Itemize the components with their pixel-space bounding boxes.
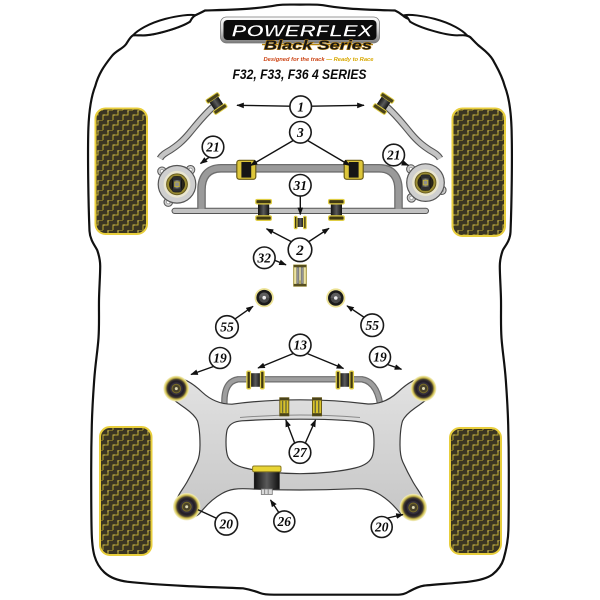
- svg-text:20: 20: [374, 520, 389, 535]
- svg-text:3: 3: [296, 125, 304, 140]
- svg-text:32: 32: [257, 251, 272, 266]
- svg-text:26: 26: [277, 514, 292, 529]
- svg-text:Black Series: Black Series: [264, 39, 372, 53]
- svg-text:Designed for the track — Ready: Designed for the track — Ready to Race: [264, 57, 374, 63]
- svg-text:F32, F33, F36 4 SERIES: F32, F33, F36 4 SERIES: [233, 67, 367, 82]
- svg-text:55: 55: [365, 318, 379, 333]
- svg-text:POWERFLEX: POWERFLEX: [232, 22, 374, 40]
- svg-text:19: 19: [213, 351, 227, 366]
- svg-text:31: 31: [293, 178, 308, 193]
- svg-text:19: 19: [373, 350, 387, 365]
- svg-text:21: 21: [386, 148, 401, 163]
- svg-text:2: 2: [295, 243, 304, 259]
- svg-text:21: 21: [205, 140, 220, 155]
- svg-text:55: 55: [220, 320, 234, 335]
- svg-text:27: 27: [292, 445, 308, 460]
- svg-text:13: 13: [293, 338, 307, 353]
- svg-text:1: 1: [297, 99, 304, 114]
- svg-text:20: 20: [219, 517, 234, 532]
